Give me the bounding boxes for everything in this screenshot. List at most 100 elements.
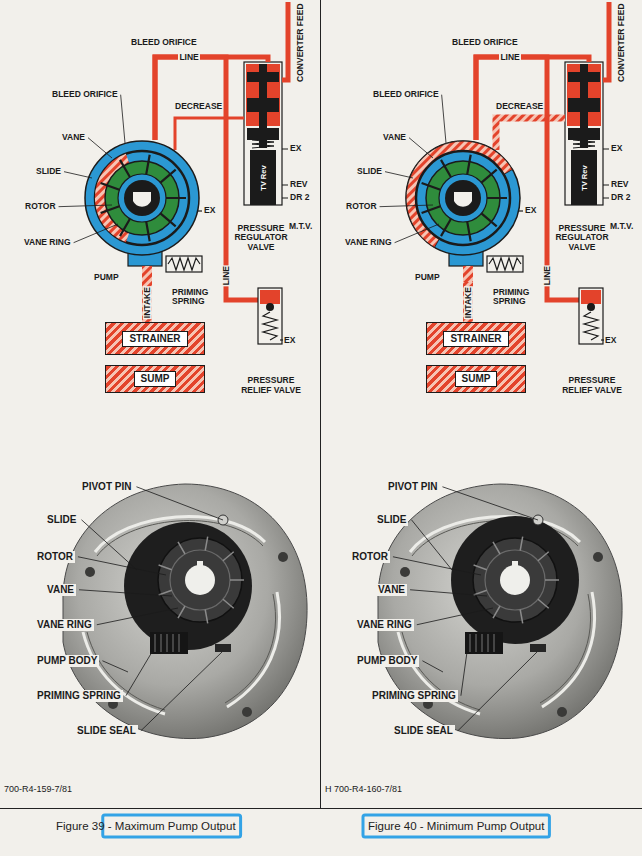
leader-line — [81, 520, 137, 570]
node-text: STRAINER — [122, 331, 187, 347]
leader-line — [88, 138, 112, 158]
leader-line — [59, 205, 112, 207]
line-label: LINE — [543, 265, 552, 286]
strainer-box: STRAINER — [105, 322, 205, 355]
panel-frame — [0, 0, 642, 809]
leader-line — [74, 224, 118, 243]
leader-line — [409, 138, 433, 158]
part-label: BLEED ORIFICE — [452, 38, 518, 47]
pump-photo — [473, 537, 559, 624]
figure-number: H 700-R4-160-7/81 — [325, 784, 402, 794]
pump-photo — [63, 484, 622, 739]
part-label: EX — [290, 144, 301, 153]
callout-label: PRIMING SPRING — [35, 690, 123, 702]
callout-label: PIVOT PIN — [386, 481, 439, 493]
callout-label: PRIMING SPRING — [370, 690, 458, 702]
part-label: EX — [605, 336, 616, 345]
leader-line — [136, 487, 223, 520]
part-label: TV Rev — [580, 165, 588, 190]
part-label: EX — [611, 144, 622, 153]
part-label: M.T.V. — [610, 222, 633, 231]
relief-valve: PRESSURE RELIEF VALVE — [236, 285, 306, 395]
leader-line — [102, 661, 128, 672]
part-label: VANE RING — [345, 238, 392, 247]
port-label: DECREASE — [495, 102, 544, 111]
node-text: SUMP — [455, 371, 498, 387]
pressure-line — [155, 57, 268, 140]
callout-label: PUMP BODY — [35, 655, 99, 667]
callout-label: VANE RING — [35, 619, 94, 631]
line-label: LINE — [499, 53, 520, 62]
leader-line — [442, 95, 446, 143]
pump-photo — [451, 516, 579, 644]
hydraulic-schematic — [406, 141, 520, 255]
node-text: STRAINER — [443, 331, 508, 347]
part-label: TV Rev — [259, 165, 267, 190]
pump-symbol: PUMP — [405, 140, 521, 282]
part-label: PRIMING SPRING — [493, 288, 539, 307]
figure-caption: Figure 40 - Minimum Pump Output — [368, 820, 544, 832]
node-text: PRESSURE REGULATOR VALVE — [230, 224, 292, 252]
leader-line — [78, 557, 166, 575]
leader-line — [64, 172, 92, 178]
leader-line — [385, 172, 413, 178]
node-text: SUMP — [134, 371, 177, 387]
connectors — [147, 57, 589, 322]
part-label: BLEED ORIFICE — [52, 90, 118, 99]
highlight-mark — [363, 815, 549, 837]
part-label: CONVERTER FEED — [617, 3, 626, 81]
part-label: BLEED ORIFICE — [131, 38, 197, 47]
callout-label: PUMP BODY — [355, 655, 419, 667]
part-label: DR 2 — [290, 193, 309, 202]
part-label: VANE — [62, 133, 85, 142]
leader-line — [79, 590, 172, 596]
regulator-valve: PRESSURE REGULATOR VALVE — [547, 62, 617, 252]
node-text: PUMP — [94, 273, 119, 282]
leader-line — [380, 205, 433, 207]
leader-line — [97, 608, 178, 625]
callout-label: VANE — [45, 584, 76, 596]
leader-line — [121, 95, 125, 143]
hydraulic-schematic — [175, 118, 244, 150]
hydraulic-schematic — [422, 155, 507, 242]
strainer-box: STRAINER — [426, 322, 526, 355]
part-label: EX — [284, 336, 295, 345]
leader-line — [458, 652, 537, 731]
line-label: INTAKE — [463, 286, 472, 319]
callout-label: VANE RING — [355, 619, 414, 631]
node-text: PRESSURE REGULATOR VALVE — [551, 224, 613, 252]
part-label: VANE RING — [24, 238, 71, 247]
leader-line — [395, 224, 439, 243]
part-label: EX — [204, 206, 215, 215]
leader-line — [393, 557, 481, 575]
node-text: PRESSURE RELIEF VALVE — [561, 376, 623, 395]
leader-line — [411, 520, 452, 570]
callout-label: ROTOR — [35, 551, 75, 563]
callout-label: SLIDE SEAL — [75, 725, 138, 737]
node-text: PUMP — [415, 273, 440, 282]
part-label: VANE — [383, 133, 406, 142]
part-label: EX — [525, 206, 536, 215]
figure-number: 700-R4-159-7/81 — [4, 784, 72, 794]
pump-photo — [158, 537, 244, 624]
pressure-line — [155, 57, 236, 300]
figure-caption: Figure 39 - Maximum Pump Output — [56, 820, 236, 832]
leader-line — [141, 652, 222, 731]
part-label: REV — [290, 180, 307, 189]
leader-line — [422, 661, 443, 672]
callout-label: SLIDE — [375, 514, 408, 526]
port-label: DECREASE — [174, 102, 223, 111]
line-label: LINE — [178, 53, 199, 62]
part-label: BLEED ORIFICE — [373, 90, 439, 99]
pump-photo — [124, 522, 252, 650]
pressure-line — [476, 57, 589, 140]
leader-line — [126, 652, 152, 696]
part-label: SLIDE — [357, 167, 382, 176]
hydraulic-schematic — [496, 118, 565, 150]
leader-lines — [59, 95, 538, 731]
part-label: DR 2 — [611, 193, 630, 202]
callout-label: ROTOR — [350, 551, 390, 563]
hydraulic-schematic — [85, 141, 199, 255]
pump-photo — [158, 537, 244, 624]
